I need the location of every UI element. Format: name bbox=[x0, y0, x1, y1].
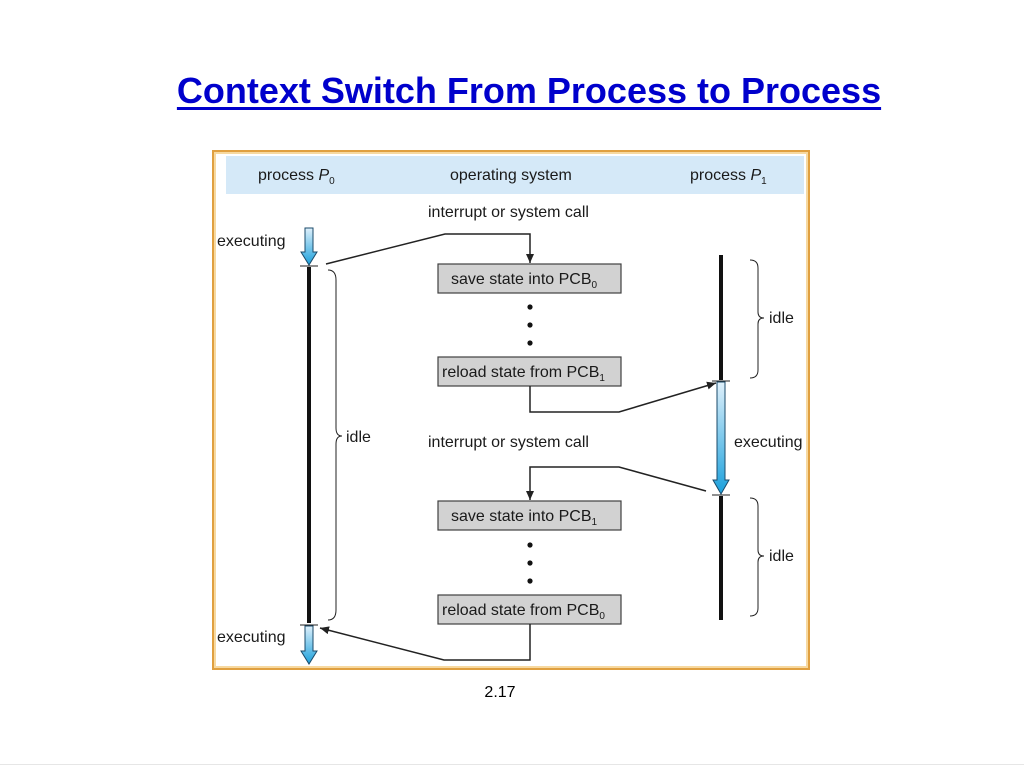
p0-executing-bottom-label: executing bbox=[217, 629, 286, 646]
svg-text:reload state from PCB0: reload state from PCB0 bbox=[442, 602, 605, 622]
header-process-p1: process P1 bbox=[690, 167, 767, 187]
p0-executing-top-label: executing bbox=[217, 233, 286, 250]
bottom-divider bbox=[0, 764, 1024, 765]
os-box-save-pcb0: save state into PCB0 bbox=[437, 263, 622, 294]
p1-idle-brace-top bbox=[749, 259, 765, 379]
p0-executing-arrow-top bbox=[300, 227, 318, 266]
p0-idle-label: idle bbox=[346, 429, 371, 446]
os-box-reload-pcb1: reload state from PCB1 bbox=[437, 356, 622, 387]
p1-executing-label: executing bbox=[734, 434, 803, 451]
interrupt-label-middle: interrupt or system call bbox=[428, 434, 589, 451]
flow-arrow-reload-pcb1-to-p1 bbox=[529, 381, 717, 413]
diagram-frame: process P0 operating system process P1 e… bbox=[212, 150, 810, 670]
svg-text:save state into PCB0: save state into PCB0 bbox=[451, 271, 598, 291]
flow-arrow-p0-to-save-pcb0 bbox=[325, 233, 534, 265]
header-operating-system: operating system bbox=[450, 167, 572, 184]
header-band bbox=[226, 156, 804, 194]
interrupt-label-top: interrupt or system call bbox=[428, 204, 589, 221]
p1-idle-bottom-label: idle bbox=[769, 548, 794, 565]
p0-executing-arrow-bottom bbox=[300, 625, 318, 665]
svg-text:save state into PCB1: save state into PCB1 bbox=[451, 508, 598, 528]
slide-title: Context Switch From Process to Process bbox=[176, 70, 882, 111]
p1-idle-top-label: idle bbox=[769, 310, 794, 327]
page-number: 2.17 bbox=[484, 684, 516, 701]
header-process-p0: process P0 bbox=[258, 167, 335, 187]
os-box-save-pcb1: save state into PCB1 bbox=[437, 500, 622, 531]
ellipsis-dots-bottom bbox=[527, 542, 533, 584]
context-switch-diagram: process P0 operating system process P1 e… bbox=[217, 156, 804, 665]
flow-arrow-p1-to-save-pcb1 bbox=[526, 466, 707, 500]
p1-idle-brace-bottom bbox=[749, 497, 765, 617]
os-box-reload-pcb0: reload state from PCB0 bbox=[437, 594, 622, 625]
ellipsis-dots-top bbox=[527, 304, 533, 346]
p0-idle-brace bbox=[327, 269, 343, 621]
p1-executing-arrow bbox=[712, 381, 730, 496]
flow-arrow-reload-pcb0-to-p0 bbox=[319, 624, 531, 661]
svg-text:reload state from PCB1: reload state from PCB1 bbox=[442, 364, 605, 384]
